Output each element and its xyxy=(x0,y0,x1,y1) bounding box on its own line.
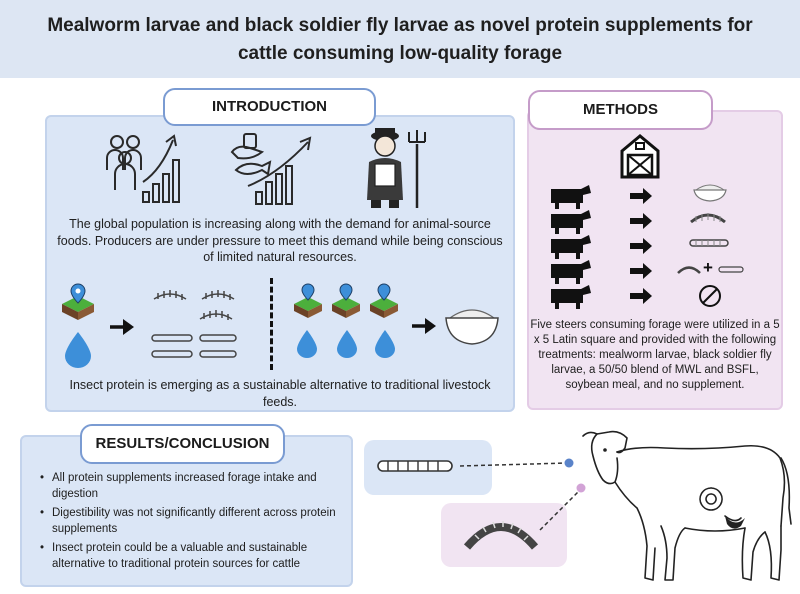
water-drop-icon-group xyxy=(297,330,395,358)
page-title: Mealworm larvae and black soldier fly la… xyxy=(47,15,753,64)
black-soldier-fly-larvae-icon xyxy=(377,460,453,472)
water-drop-icon xyxy=(65,332,91,368)
bsfl-larvae-small-icon xyxy=(718,266,744,273)
cow-illustration xyxy=(582,430,792,581)
arrow-right-icon xyxy=(412,318,436,334)
blend-plus-sign: + xyxy=(703,258,713,277)
black-soldier-fly-larvae-icon xyxy=(689,239,729,247)
arrow-right-icon xyxy=(110,319,134,335)
mealworm-larvae-callout xyxy=(441,503,567,567)
arrow-right-icon-column xyxy=(630,188,652,304)
land-icon xyxy=(62,283,94,320)
introduction-conclusion-text: Insect protein is emerging as a sustaina… xyxy=(69,378,491,409)
methods-heading: METHODS xyxy=(528,90,713,130)
results-bullet-list: All protein supplements increased forage… xyxy=(20,470,350,575)
cattle-icon-column xyxy=(551,185,591,309)
introduction-text: The global population is increasing alon… xyxy=(57,217,503,264)
soybean-meal-icon xyxy=(693,184,727,202)
feed-bowl-icon xyxy=(445,309,499,345)
introduction-heading: INTRODUCTION xyxy=(163,88,376,126)
farmer-icon xyxy=(367,128,426,208)
food-demand-growth-icon xyxy=(230,133,312,205)
divider-dashed xyxy=(270,278,273,370)
land-icon-group xyxy=(294,283,398,318)
results-heading: RESULTS/CONCLUSION xyxy=(80,424,285,464)
methods-text: Five steers consuming forage were utiliz… xyxy=(530,319,780,391)
title-banner xyxy=(0,0,800,78)
result-bullet: Insect protein could be a valuable and s… xyxy=(40,540,350,572)
mealworm-larvae-icon xyxy=(463,521,539,550)
barn-icon xyxy=(620,134,660,179)
mealworm-larvae-icon xyxy=(690,213,726,224)
no-supplement-icon xyxy=(699,285,721,307)
mwl-larvae-small-icon xyxy=(677,266,701,274)
population-growth-icon xyxy=(106,134,180,203)
result-bullet: All protein supplements increased forage… xyxy=(40,470,350,502)
result-bullet: Digestibility was not significantly diff… xyxy=(40,505,350,537)
insect-larvae-icon xyxy=(151,290,237,358)
